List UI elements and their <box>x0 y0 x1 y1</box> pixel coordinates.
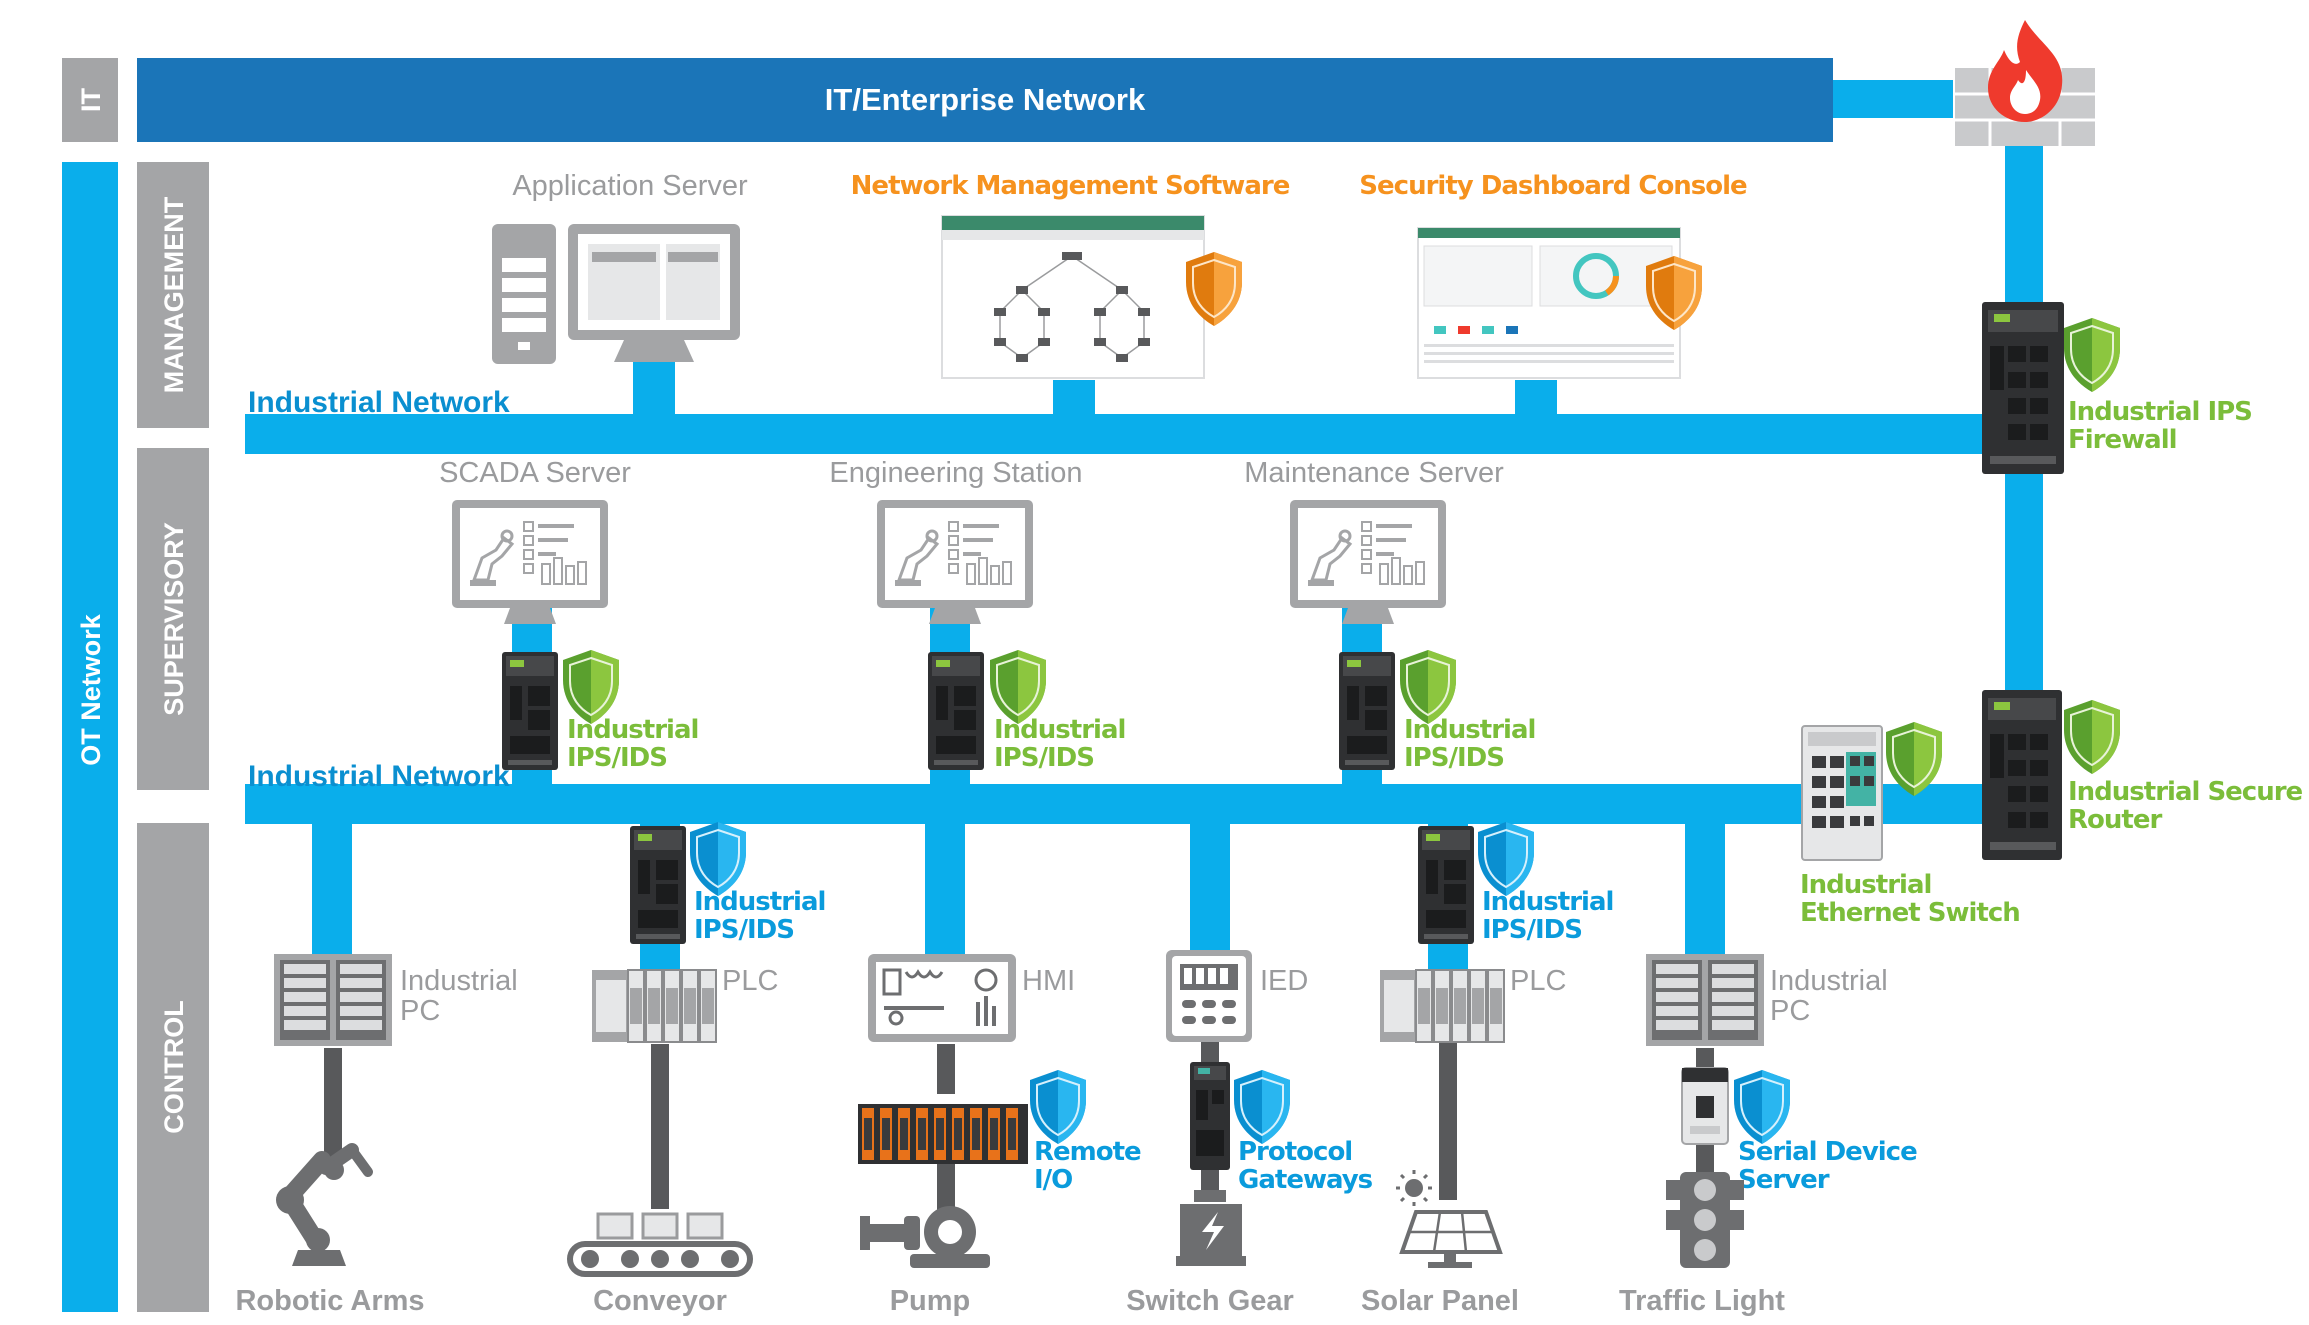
industrial-pc-icon-2 <box>1646 954 1764 1046</box>
maintenance-monitor-icon <box>1288 498 1448 626</box>
switch-gear-icon <box>1176 1190 1246 1266</box>
monitor-icon <box>568 224 740 362</box>
scada-server-label: SCADA Server <box>439 457 631 489</box>
nms-label: Network Management Software <box>851 171 1290 201</box>
solar-panel-label: Solar Panel <box>1361 1285 1519 1317</box>
hmi-label: HMI <box>1022 965 1075 997</box>
security-dashboard-label: Security Dashboard Console <box>1359 171 1747 201</box>
ethernet-switch-device <box>1801 725 1883 861</box>
serial-device-server-device <box>1681 1067 1729 1145</box>
maintenance-ips-label: Industrial IPS/IDS <box>1404 715 1543 773</box>
zone-supervisory-label: SUPERVISORY <box>159 522 189 716</box>
zone-supervisory <box>137 448 209 790</box>
robotic-arms-label: Robotic Arms <box>235 1285 424 1317</box>
control-ips-label-2: Industrial IPS/IDS <box>1482 887 1621 945</box>
protocol-gateway-shield-icon <box>1233 1069 1291 1145</box>
zone-control-label: CONTROL <box>159 1000 189 1133</box>
server-tower-icon <box>492 224 556 364</box>
solar-panel-icon <box>1396 1170 1503 1268</box>
robotic-arm-icon <box>276 1143 373 1266</box>
ethernet-switch-label: Industrial Ethernet Switch <box>1800 870 2020 928</box>
industrial-network-top-bar <box>245 414 2045 454</box>
maintenance-ips-shield-icon <box>1399 649 1457 725</box>
pump-icon <box>860 1206 990 1268</box>
engineering-ips-shield-icon <box>989 649 1047 725</box>
maintenance-ips-device <box>1339 652 1395 770</box>
zone-it <box>62 58 118 142</box>
traffic-light-icon <box>1666 1172 1744 1268</box>
security-dashboard-screenshot <box>1417 227 1681 379</box>
plc-label-1: PLC <box>722 965 778 997</box>
enterprise-to-firewall-line <box>1833 80 1953 118</box>
engineering-monitor-icon <box>875 498 1035 626</box>
switch-gear-label: Switch Gear <box>1126 1285 1294 1317</box>
scada-ips-device <box>502 652 558 770</box>
ips-firewall-shield-icon <box>2063 317 2121 393</box>
plc-icon-2 <box>1379 969 1505 1043</box>
zone-management-label: MANAGEMENT <box>159 196 189 393</box>
control-ips-shield-icon-1 <box>689 821 747 897</box>
enterprise-network-bar <box>137 58 1833 142</box>
zone-ot-label: OT Network <box>76 613 106 766</box>
conveyor-label: Conveyor <box>593 1285 727 1317</box>
enterprise-network-label: IT/Enterprise Network <box>825 82 1146 117</box>
control-ips-label-1: Industrial IPS/IDS <box>694 887 833 945</box>
industrial-pc-label-1: Industrial PC <box>400 965 526 1027</box>
protocol-gateway-label: Protocol Gateways <box>1238 1137 1373 1195</box>
engineering-ips-device <box>928 652 984 770</box>
ips-firewall-label: Industrial IPS Firewall <box>2068 397 2260 455</box>
scada-monitor-icon <box>450 498 610 626</box>
remote-io-shield-icon <box>1029 1069 1087 1145</box>
industrial-network-top-label: Industrial Network <box>248 386 510 419</box>
nms-screenshot <box>941 215 1205 379</box>
control-ips-device-2 <box>1418 826 1474 944</box>
ied-label: IED <box>1260 965 1308 997</box>
remote-io-label: Remote I/O <box>1034 1137 1149 1195</box>
secure-router-label: Industrial Secure Router <box>2068 777 2309 835</box>
app-server-label: Application Server <box>512 170 748 202</box>
protocol-gateway-device <box>1190 1062 1230 1170</box>
serial-device-server-label: Serial Device Server <box>1738 1137 1925 1195</box>
traffic-light-label: Traffic Light <box>1619 1285 1785 1317</box>
industrial-network-bottom-label: Industrial Network <box>248 760 510 793</box>
serial-device-server-shield-icon <box>1733 1069 1791 1145</box>
pump-label: Pump <box>890 1285 971 1317</box>
ied-icon <box>1166 950 1252 1042</box>
industrial-pc-label-2: Industrial PC <box>1770 965 1896 1027</box>
zone-control <box>137 823 209 1312</box>
zone-it-label: IT <box>76 87 106 112</box>
secure-router-device <box>1982 690 2062 860</box>
plc-label-2: PLC <box>1510 965 1566 997</box>
plc-icon-1 <box>591 969 717 1043</box>
ips-firewall-device <box>1982 302 2064 474</box>
industrial-pc-icon-1 <box>274 954 392 1046</box>
firewall-brick-icon <box>1955 20 2095 146</box>
hmi-icon <box>868 954 1016 1042</box>
zone-ot <box>62 162 118 1312</box>
remote-io-device <box>858 1104 1028 1164</box>
zone-management <box>137 162 209 428</box>
control-ips-device-1 <box>630 826 686 944</box>
scada-ips-shield-icon <box>562 649 620 725</box>
engineering-station-label: Engineering Station <box>829 457 1082 489</box>
industrial-network-bottom-bar <box>245 784 2045 824</box>
engineering-ips-label: Industrial IPS/IDS <box>994 715 1133 773</box>
scada-ips-label: Industrial IPS/IDS <box>567 715 706 773</box>
conveyor-icon <box>567 1212 753 1277</box>
maintenance-server-label: Maintenance Server <box>1244 457 1504 489</box>
secure-router-shield-icon <box>2063 699 2121 775</box>
control-ips-shield-icon-2 <box>1477 821 1535 897</box>
